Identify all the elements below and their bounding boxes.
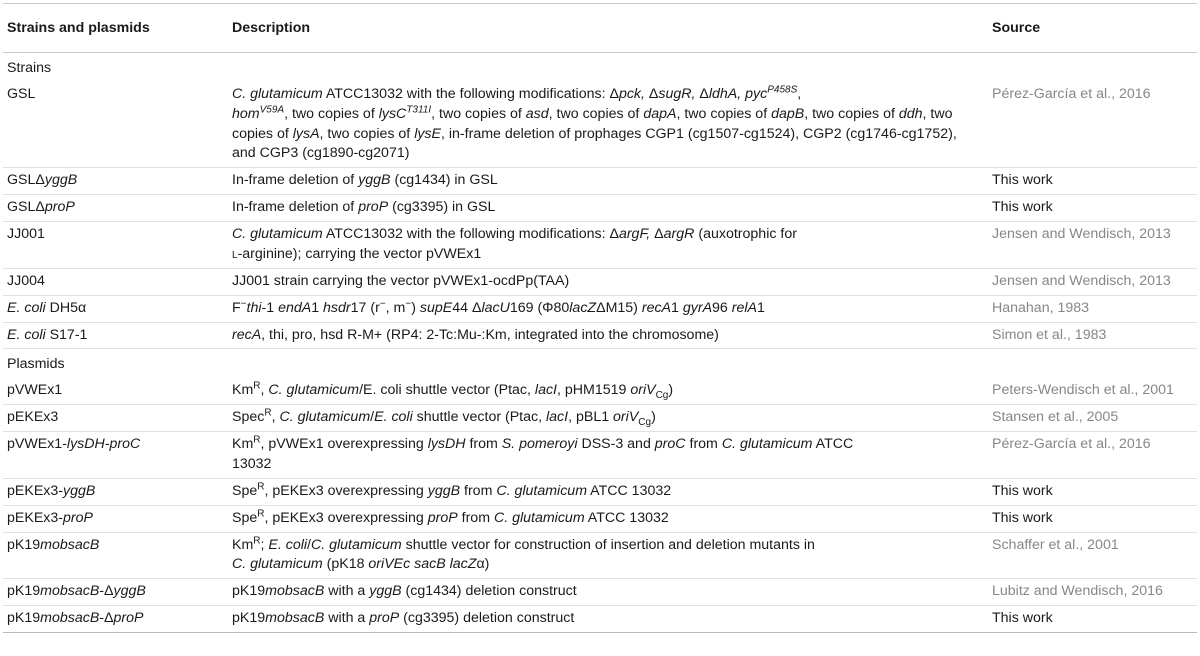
table-row: pEKEx3-proP SpeR, pEKEx3 overexpressing …	[3, 505, 1197, 533]
plasmid-name: pEKEx3-proP	[3, 505, 228, 533]
source-citation: Simon et al., 1983	[988, 322, 1197, 350]
source-citation: This work	[988, 605, 1197, 633]
source-citation: Jensen and Wendisch, 2013	[988, 221, 1197, 269]
table-row: E. coli DH5α F−thi-1 endA1 hsdr17 (r−, m…	[3, 295, 1197, 323]
header-description: Description	[228, 3, 988, 53]
plasmid-name: pEKEx3	[3, 404, 228, 432]
table-row: JJ001 C. glutamicum ATCC13032 with the f…	[3, 221, 1197, 269]
strain-name: GSLΔproP	[3, 194, 228, 222]
strain-description-text: , thi, pro, hsd R-M+ (RP4: 2-Tc:Mu-:Km, …	[261, 326, 719, 343]
source-citation: Hanahan, 1983	[988, 295, 1197, 323]
table-row: pEKEx3-yggB SpeR, pEKEx3 overexpressing …	[3, 478, 1197, 506]
table-row: pVWEx1-lysDH-proC KmR, pVWEx1 overexpres…	[3, 431, 1197, 479]
plasmid-name: pVWEx1	[3, 378, 228, 406]
strain-name: JJ001	[3, 221, 228, 269]
strain-description: C. glutamicum ATCC13032 with the followi…	[228, 221, 988, 269]
plasmid-description: SpeR, pEKEx3 overexpressing yggB from C.…	[228, 478, 988, 506]
source-citation: Peters-Wendisch et al., 2001	[988, 378, 1197, 406]
table-row: JJ004 JJ001 strain carrying the vector p…	[3, 268, 1197, 296]
source-citation: Jensen and Wendisch, 2013	[988, 268, 1197, 296]
plasmid-description: SpeR, pEKEx3 overexpressing proP from C.…	[228, 505, 988, 533]
strains-plasmids-table: Strains and plasmids Description Source …	[3, 3, 1197, 633]
plasmid-description: KmR, pVWEx1 overexpressing lysDH from S.…	[228, 431, 988, 479]
source-citation: This work	[988, 478, 1197, 506]
table-row: pVWEx1 KmR, C. glutamicum/E. coli shuttl…	[3, 378, 1197, 406]
table-row: E. coli S17-1 recA, thi, pro, hsd R-M+ (…	[3, 322, 1197, 350]
source-citation: This work	[988, 194, 1197, 222]
table-row: GSL C. glutamicum ATCC13032 with the fol…	[3, 81, 1197, 169]
plasmid-name: pK19mobsacB-ΔproP	[3, 605, 228, 633]
source-citation: This work	[988, 167, 1197, 196]
source-citation: Pérez-García et al., 2016	[988, 431, 1197, 479]
source-citation: This work	[988, 505, 1197, 533]
plasmid-name: pK19mobsacB-ΔyggB	[3, 578, 228, 607]
table-row: pK19mobsacB-ΔproP pK19mobsacB with a pro…	[3, 605, 1197, 633]
table-row: pK19mobsacB-ΔyggB pK19mobsacB with a ygg…	[3, 578, 1197, 607]
strain-name: JJ004	[3, 268, 228, 296]
header-source: Source	[988, 3, 1197, 53]
strain-name: E. coli DH5α	[3, 295, 228, 323]
table-row: GSLΔproP In-frame deletion of proP (cg33…	[3, 194, 1197, 222]
strain-description: recA, thi, pro, hsd R-M+ (RP4: 2-Tc:Mu-:…	[228, 322, 988, 350]
strain-description: In-frame deletion of yggB (cg1434) in GS…	[228, 167, 988, 196]
strain-description: In-frame deletion of proP (cg3395) in GS…	[228, 194, 988, 222]
source-citation: Schaffer et al., 2001	[988, 532, 1197, 580]
plasmid-description: KmR, C. glutamicum/E. coli shuttle vecto…	[228, 378, 988, 406]
strain-name: GSL	[3, 81, 228, 169]
plasmid-name: pEKEx3-yggB	[3, 478, 228, 506]
table-header-row: Strains and plasmids Description Source	[3, 3, 1197, 53]
section-row-plasmids: Plasmids	[3, 349, 1197, 378]
plasmid-description: pK19mobsacB with a yggB (cg1434) deletio…	[228, 578, 988, 607]
strain-name: GSLΔyggB	[3, 167, 228, 196]
source-citation: Stansen et al., 2005	[988, 404, 1197, 432]
plasmid-description: KmR; E. coli/C. glutamicum shuttle vecto…	[228, 532, 988, 580]
strain-name: E. coli S17-1	[3, 322, 228, 350]
section-row-strains: Strains	[3, 52, 1197, 81]
section-label-strains: Strains	[7, 59, 52, 76]
strain-description: JJ001 strain carrying the vector pVWEx1-…	[228, 268, 988, 296]
strain-description: C. glutamicum ATCC13032 with the followi…	[228, 81, 988, 169]
strain-description: F−thi-1 endA1 hsdr17 (r−, m−) supE44 Δla…	[228, 295, 988, 323]
section-label-plasmids: Plasmids	[7, 356, 65, 373]
plasmid-name: pVWEx1-lysDH-proC	[3, 431, 228, 479]
plasmid-description: SpecR, C. glutamicum/E. coli shuttle vec…	[228, 404, 988, 432]
source-citation: Pérez-García et al., 2016	[988, 81, 1197, 169]
plasmid-name: pK19mobsacB	[3, 532, 228, 580]
table-row: pK19mobsacB KmR; E. coli/C. glutamicum s…	[3, 532, 1197, 580]
source-citation: Lubitz and Wendisch, 2016	[988, 578, 1197, 607]
plasmid-description: pK19mobsacB with a proP (cg3395) deletio…	[228, 605, 988, 633]
table-row: GSLΔyggB In-frame deletion of yggB (cg14…	[3, 167, 1197, 196]
header-strains-plasmids: Strains and plasmids	[3, 3, 228, 53]
table-row: pEKEx3 SpecR, C. glutamicum/E. coli shut…	[3, 404, 1197, 432]
